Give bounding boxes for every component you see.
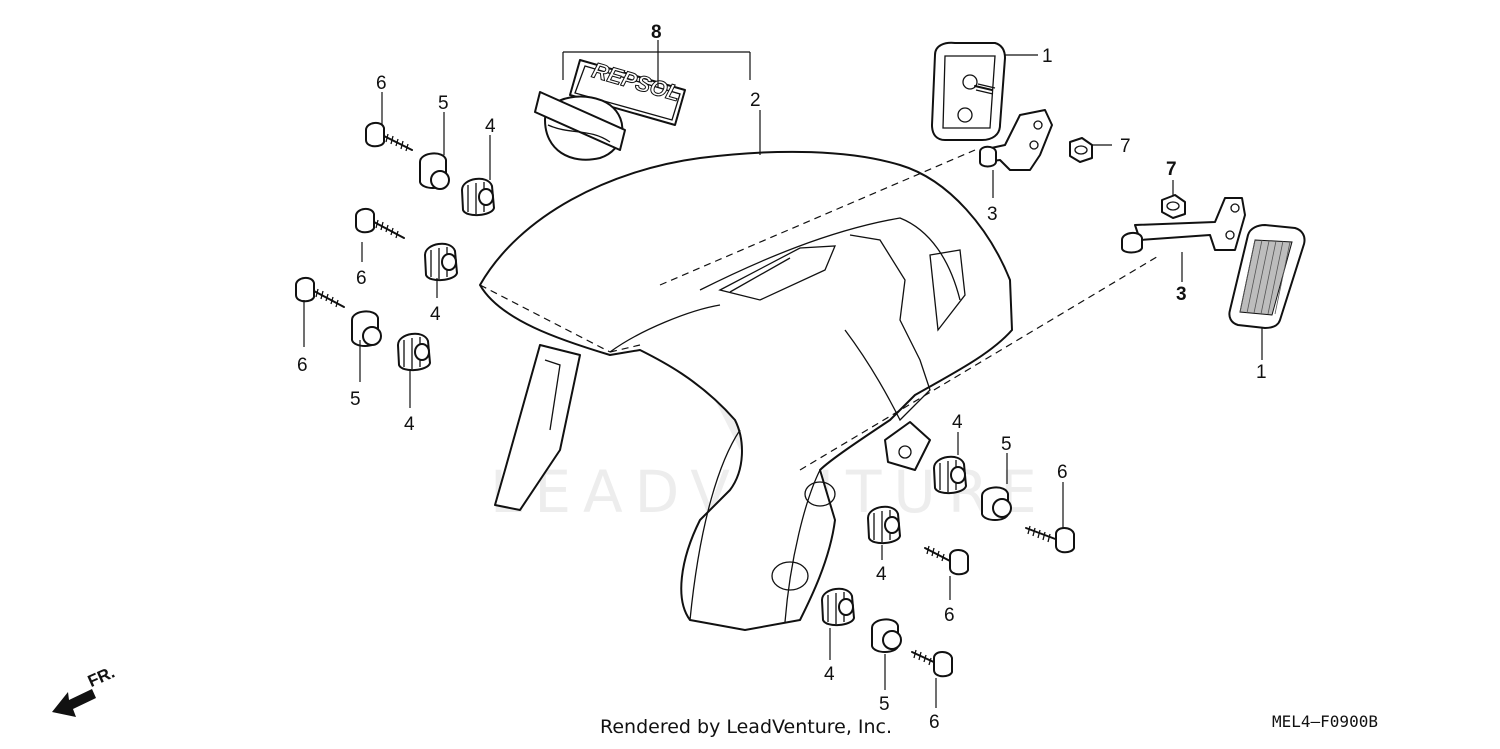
callout-8: 8 [651, 22, 662, 43]
grommet-f [821, 587, 855, 626]
front-fender [479, 150, 1013, 631]
nut-right [1161, 194, 1186, 219]
callout-3: 3 [1176, 284, 1187, 305]
grommet-e [867, 505, 901, 544]
callout-6: 6 [297, 355, 308, 376]
repsol-decal: REPSOL [534, 57, 686, 161]
grommet-c [397, 332, 431, 371]
bolt-a [365, 122, 413, 152]
bolt-f [911, 649, 953, 678]
bolt-c [295, 277, 345, 308]
collar-b [351, 310, 382, 347]
callout-4: 4 [485, 116, 496, 137]
callout-4: 4 [404, 414, 415, 435]
callout-6: 6 [376, 73, 387, 94]
callout-3: 3 [987, 204, 998, 225]
bracket-right [1121, 197, 1246, 254]
callout-7: 7 [1166, 159, 1177, 180]
reflector-upper [931, 41, 1006, 141]
nut-upper [1069, 137, 1093, 163]
callout-numbers: 6 5 4 6 4 6 5 4 8 2 1 7 3 7 3 1 4 5 6 4 … [297, 22, 1267, 733]
grommet-a [461, 177, 495, 216]
callout-6: 6 [929, 712, 940, 733]
diagram-code: MEL4—F0900B [1272, 712, 1378, 731]
callout-4: 4 [952, 412, 963, 433]
render-credit: Rendered by LeadVenture, Inc. [600, 716, 893, 738]
grommet-b [424, 242, 458, 281]
bracket-upper [979, 109, 1053, 171]
callout-2: 2 [750, 90, 761, 111]
callout-6: 6 [1057, 462, 1068, 483]
callout-5: 5 [350, 389, 361, 410]
callout-7: 7 [1120, 136, 1131, 157]
callout-5: 5 [1001, 434, 1012, 455]
callout-4: 4 [824, 664, 835, 685]
reflector-right [1228, 224, 1306, 329]
front-direction-arrow-icon [52, 689, 96, 717]
bolt-e [924, 545, 969, 576]
bolt-d [1025, 525, 1075, 554]
collar-d [871, 618, 902, 653]
callout-6: 6 [356, 268, 367, 289]
callout-1: 1 [1256, 362, 1267, 383]
collar-c [981, 486, 1012, 521]
callout-4: 4 [876, 564, 887, 585]
callout-5: 5 [879, 694, 890, 715]
callout-5: 5 [438, 93, 449, 114]
leader-lines [303, 40, 1263, 708]
alignment-lines [479, 149, 1161, 471]
callout-1: 1 [1042, 46, 1053, 67]
collar-a [419, 152, 450, 190]
callout-6: 6 [944, 605, 955, 626]
grommet-d [933, 455, 967, 494]
callout-4: 4 [430, 304, 441, 325]
bolt-b [355, 208, 405, 239]
